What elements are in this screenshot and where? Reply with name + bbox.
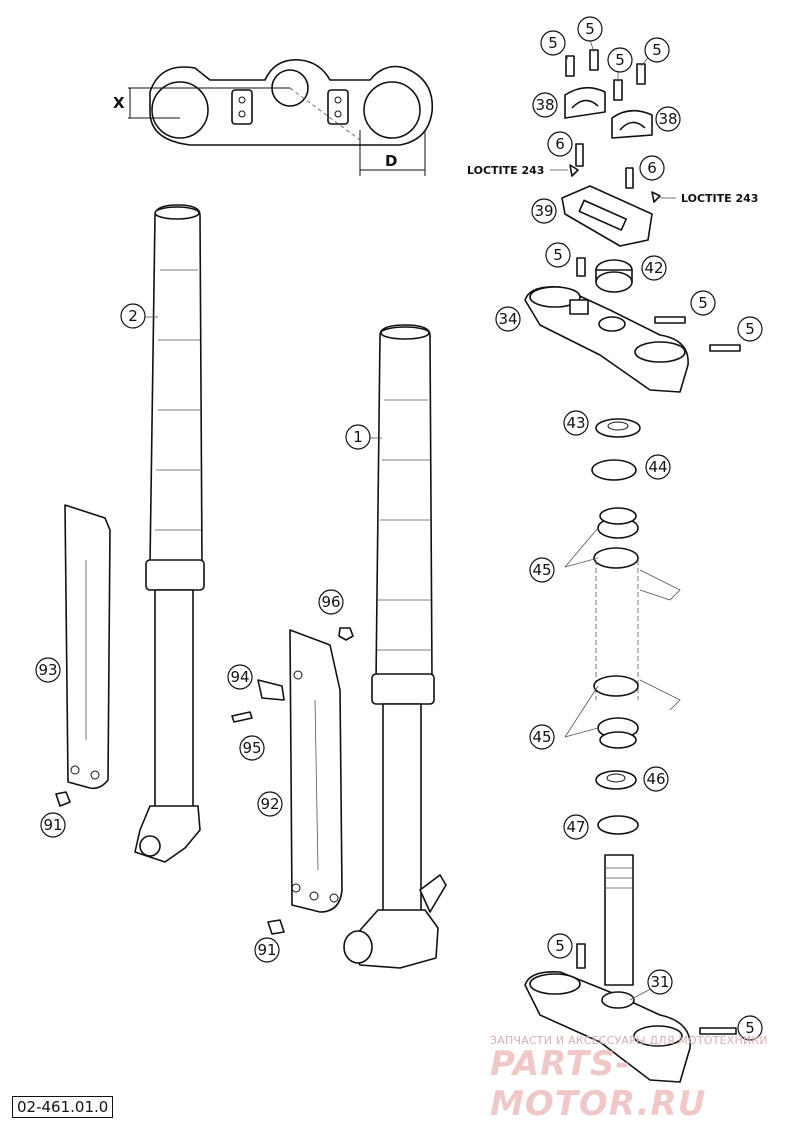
steering-nut-42 (595, 259, 633, 293)
callout-34-label: 34 (498, 310, 517, 328)
callout-92: 92 (257, 791, 283, 817)
callout-39-label: 39 (534, 202, 553, 220)
callout-91-center: 91 (254, 937, 280, 963)
seal-46 (595, 770, 637, 790)
o-ring-47 (597, 815, 639, 835)
callout-5g: 5 (737, 316, 763, 342)
callout-91-center-label: 91 (257, 941, 276, 959)
callout-91-left-label: 91 (43, 816, 62, 834)
loctite-note-left: LOCTITE 243 (467, 164, 544, 177)
fork-leg-1 (343, 324, 447, 969)
nut-96 (338, 627, 354, 641)
callout-5a-label: 5 (548, 34, 558, 52)
callout-5h: 5 (547, 933, 573, 959)
callout-5f-label: 5 (698, 294, 708, 312)
callout-38-right-label: 38 (658, 110, 677, 128)
callout-6-right: 6 (639, 155, 665, 181)
callout-2: 2 (120, 303, 146, 329)
callout-45-upper-label: 45 (532, 561, 551, 579)
callout-6-left: 6 (547, 131, 573, 157)
callout-45-lower: 45 (529, 724, 555, 750)
watermark-tagline: ЗАПЧАСТИ И АКСЕССУАРЫ ДЛЯ МОТОТЕХНИКИ (490, 1034, 768, 1047)
screw-95 (231, 711, 253, 723)
callout-45-lower-label: 45 (532, 728, 551, 746)
callout-1-label: 1 (353, 428, 363, 446)
fork-guard-93 (64, 504, 111, 790)
callout-1: 1 (345, 424, 371, 450)
callout-43-label: 43 (566, 414, 585, 432)
callout-5d-label: 5 (652, 41, 662, 59)
callout-5d: 5 (644, 37, 670, 63)
o-ring-44 (591, 459, 637, 481)
callout-46: 46 (643, 766, 669, 792)
lower-triple-clamp-31 (524, 854, 737, 1083)
callout-5e-label: 5 (553, 246, 563, 264)
callout-34: 34 (495, 306, 521, 332)
callout-93: 93 (35, 657, 61, 683)
fork-leg-2 (134, 204, 205, 863)
callout-5f: 5 (690, 290, 716, 316)
callout-2-label: 2 (128, 307, 138, 325)
callout-31: 31 (647, 969, 673, 995)
callout-38-left: 38 (532, 92, 558, 118)
callout-42: 42 (641, 255, 667, 281)
callout-92-label: 92 (260, 795, 279, 813)
steering-tube-outline (595, 560, 681, 711)
callout-95-label: 95 (242, 739, 261, 757)
callout-93-label: 93 (38, 661, 57, 679)
clamp-bridge-39 (561, 185, 653, 247)
callout-46-label: 46 (646, 770, 665, 788)
callout-5b-label: 5 (585, 20, 595, 38)
callout-45-upper: 45 (529, 557, 555, 583)
callout-95: 95 (239, 735, 265, 761)
callout-5i-label: 5 (745, 1019, 755, 1037)
bearing-45-lower (593, 675, 639, 749)
document-code: 02-461.01.0 (12, 1096, 114, 1118)
callout-6-left-label: 6 (555, 135, 565, 153)
callout-91-left: 91 (40, 812, 66, 838)
callout-5i: 5 (737, 1015, 763, 1041)
callout-96: 96 (318, 589, 344, 615)
callout-38-right: 38 (655, 106, 681, 132)
callout-96-label: 96 (321, 593, 340, 611)
callout-94: 94 (227, 664, 253, 690)
callout-94-label: 94 (230, 668, 249, 686)
callout-43: 43 (563, 410, 589, 436)
callout-31-label: 31 (650, 973, 669, 991)
top-clamp-drawing (128, 59, 434, 176)
callout-38-left-label: 38 (535, 96, 554, 114)
handlebar-clamp-38-right (611, 109, 653, 139)
bolts-6 (569, 143, 661, 203)
callout-44-label: 44 (648, 458, 667, 476)
loctite-note-right: LOCTITE 243 (681, 192, 758, 205)
callout-6-right-label: 6 (647, 159, 657, 177)
bearing-45-upper (593, 507, 639, 569)
clamp-bolts-34 (576, 257, 741, 352)
fork-guard-92 (289, 629, 343, 913)
watermark-logo: PARTS-MOTOR.RU (490, 1044, 707, 1124)
handlebar-clamp-38-left (564, 86, 606, 119)
callout-5c: 5 (607, 47, 633, 73)
callout-44: 44 (645, 454, 671, 480)
dimension-d-label: D (385, 152, 397, 170)
callout-5b: 5 (577, 16, 603, 42)
callout-39: 39 (531, 198, 557, 224)
callout-47-label: 47 (566, 818, 585, 836)
callout-5g-label: 5 (745, 320, 755, 338)
callout-5e: 5 (545, 242, 571, 268)
callout-5a: 5 (540, 30, 566, 56)
upper-triple-clamp-34 (524, 285, 689, 393)
dimension-x-label: X (113, 94, 125, 112)
clip-94 (257, 679, 285, 701)
handlebar-bolts (565, 49, 646, 101)
callout-5h-label: 5 (555, 937, 565, 955)
dust-seal-43 (595, 418, 641, 438)
callout-47: 47 (563, 814, 589, 840)
callout-42-label: 42 (644, 259, 663, 277)
callout-5c-label: 5 (615, 51, 625, 69)
bolt-91-center (267, 919, 285, 935)
bolt-91-left (55, 791, 71, 807)
